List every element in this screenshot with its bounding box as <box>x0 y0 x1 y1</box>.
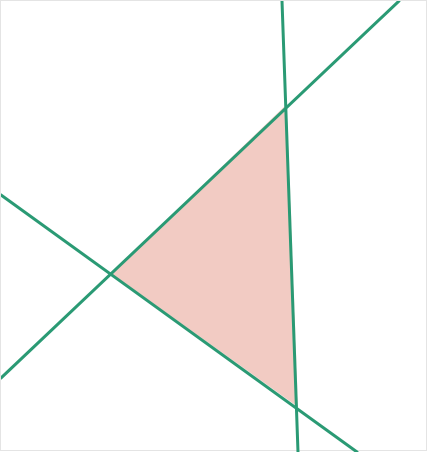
near-vertical-line <box>280 1 300 452</box>
shaded-triangle <box>111 104 298 407</box>
diagonal-line-rising <box>1 1 401 380</box>
